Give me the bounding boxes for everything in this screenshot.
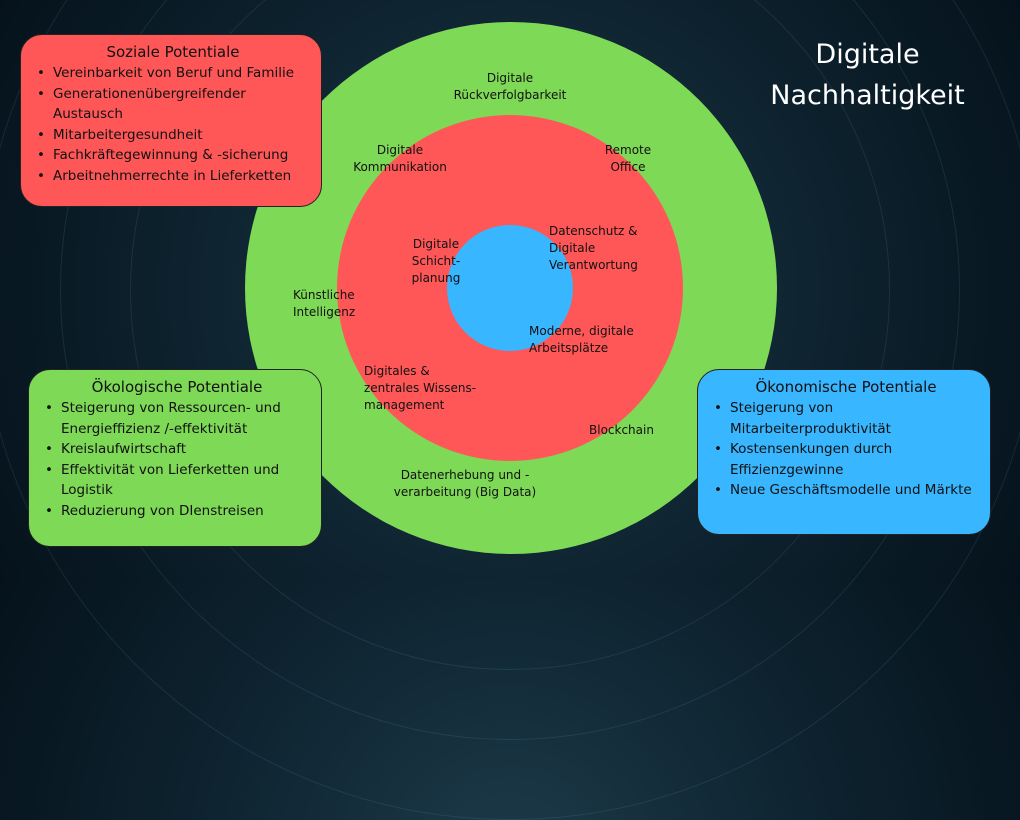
economic-title: Ökonomische Potentiale bbox=[755, 378, 937, 396]
label-kommunikation: Digitale Kommunikation bbox=[353, 143, 447, 174]
list-item: Arbeitnehmerrechte in Lieferketten bbox=[35, 166, 311, 187]
economic-potentials-box: Ökonomische Potentiale Steigerung von Mi… bbox=[697, 369, 991, 535]
list-item: Kreislaufwirtschaft bbox=[43, 439, 311, 460]
social-potentials-box: Soziale Potentiale Vereinbarkeit von Ber… bbox=[20, 34, 322, 207]
label-schichtplanung: Digitale Schicht- planung bbox=[411, 237, 461, 285]
list-item: Generationenübergreifender Austausch bbox=[35, 84, 311, 125]
list-item: Steigerung von Ressourcen- und Energieff… bbox=[43, 398, 311, 439]
social-title: Soziale Potentiale bbox=[106, 43, 240, 61]
label-remote-office: Remote Office bbox=[604, 143, 652, 174]
list-item: Mitarbeitergesundheit bbox=[35, 125, 311, 146]
list-item: Steigerung von Mitarbeiterproduktivität bbox=[712, 398, 980, 439]
list-item: Kostensenkungen durch Effizienzgewinne bbox=[712, 439, 980, 480]
label-blockchain: Blockchain bbox=[589, 423, 654, 437]
label-wissensmanagement: Digitales & zentrales Wissens- managemen… bbox=[364, 364, 477, 412]
title-line-1: Digitale bbox=[815, 39, 920, 70]
label-big-data: Datenerhebung und - verarbeitung (Big Da… bbox=[393, 468, 537, 499]
title-line-2: Nachhaltigkeit bbox=[770, 80, 965, 111]
list-item: Effektivität von Lieferketten und Logist… bbox=[43, 460, 311, 501]
label-arbeitsplaetze: Moderne, digitale Arbeitsplätze bbox=[529, 324, 634, 355]
label-rueckverfolgbarkeit: Digitale Rückverfolgbarkeit bbox=[453, 71, 567, 102]
list-item: Fachkräftegewinnung & -sicherung bbox=[35, 145, 311, 166]
list-item: Reduzierung von DIenstreisen bbox=[43, 501, 311, 522]
list-item: Vereinbarkeit von Beruf und Familie bbox=[35, 63, 311, 84]
label-ki: Künstliche Intelligenz bbox=[293, 288, 356, 319]
inner-circle bbox=[447, 225, 573, 351]
ecological-potentials-box: Ökologische Potentiale Steigerung von Re… bbox=[28, 369, 322, 547]
list-item: Neue Geschäftsmodelle und Märkte bbox=[712, 480, 980, 501]
label-datenschutz: Datenschutz & Digitale Verantwortung bbox=[549, 224, 638, 272]
ecological-title: Ökologische Potentiale bbox=[91, 378, 263, 396]
